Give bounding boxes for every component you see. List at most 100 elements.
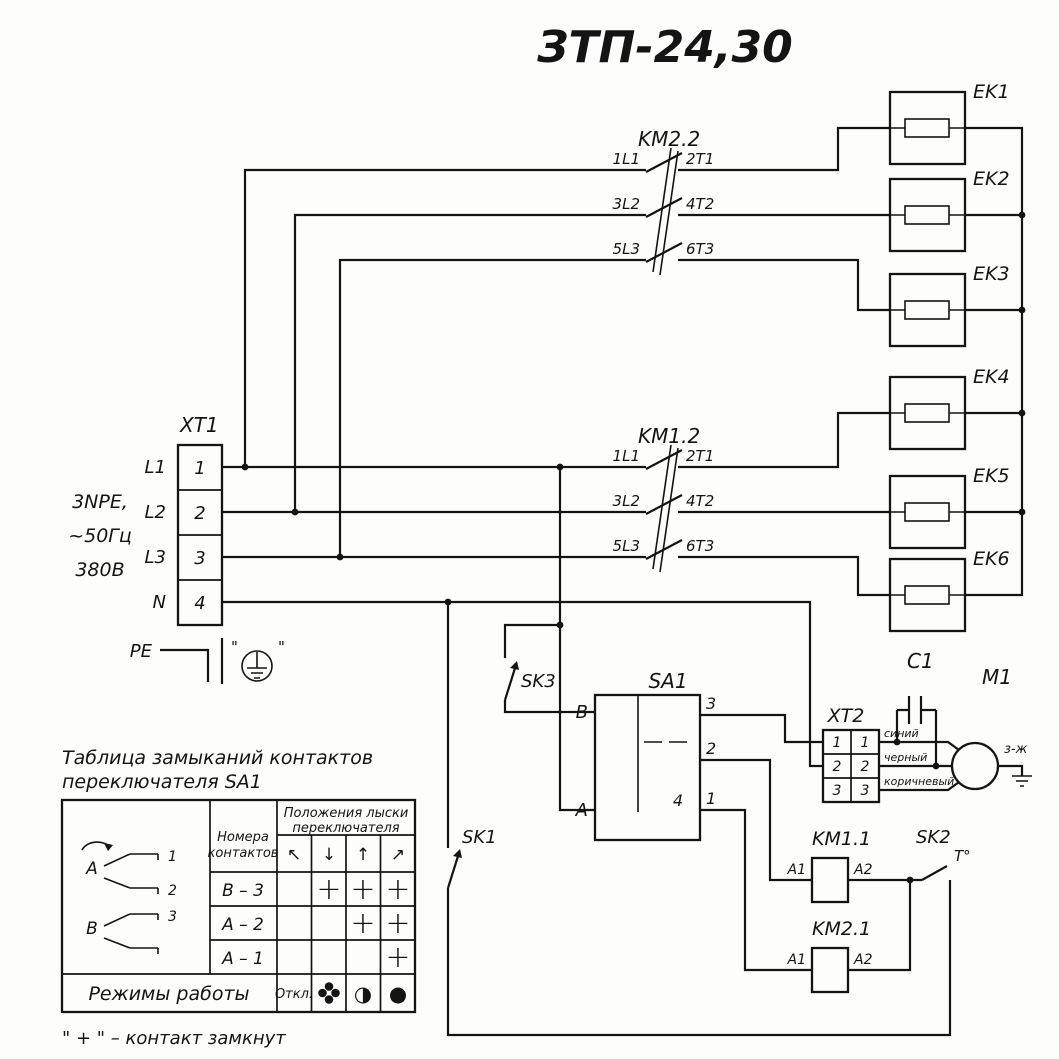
km12-1l1: 1L1 xyxy=(613,447,640,465)
pe-ground: PE " " xyxy=(130,638,285,684)
sk3-switch: SK3 xyxy=(503,661,556,701)
diagram-pole-a: А xyxy=(85,859,98,879)
xt2-block: XT2 1 1 2 2 3 3 xyxy=(821,705,881,804)
km12-6t3: 6T3 xyxy=(686,537,714,555)
km22-3l2: 3L2 xyxy=(613,195,640,213)
closure-mark: + xyxy=(350,872,375,907)
sa1-label: SA1 xyxy=(648,669,687,693)
sa1-contact-diagram: А В 1 2 3 xyxy=(81,841,177,954)
position-arrow-icon: ↓ xyxy=(322,845,336,865)
xt1-phase-l2: L2 xyxy=(145,502,166,523)
km21-a2: A2 xyxy=(853,952,873,968)
position-arrow-icon: ↗ xyxy=(391,845,405,865)
half-power-icon: ◑ xyxy=(354,982,372,1006)
xt1-phase-n: N xyxy=(153,592,166,613)
m1-label: M1 xyxy=(982,665,1012,689)
table-row-label: А – 2 xyxy=(221,915,264,935)
supply-line-1: 3NPE, xyxy=(72,491,128,513)
closure-mark: + xyxy=(385,940,410,975)
sa1-terminal-4: 4 xyxy=(673,791,683,810)
motor-m1: M1 синий черный коричневый з-ж xyxy=(879,665,1032,792)
modes-row-label: Режимы работы xyxy=(88,983,249,1005)
xt1-terminal-3: 3 xyxy=(194,548,205,569)
xt2-cell: 2 xyxy=(861,759,870,775)
heater-ek6: EK6 xyxy=(888,548,1010,633)
km11-a2: A2 xyxy=(853,862,873,878)
mode-off-label: Откл. xyxy=(275,987,313,1002)
km22-2t1: 2T1 xyxy=(686,150,714,168)
xt2-cell: 2 xyxy=(833,759,842,775)
heater-ek5: EK5 xyxy=(888,465,1010,550)
km22-label: KM2.2 xyxy=(638,127,700,151)
km22-contacts: KM2.2 1L1 2T1 3L2 4T2 5L3 6T3 xyxy=(613,127,714,276)
sk3-label: SK3 xyxy=(521,671,556,692)
km11-label: KM1.1 xyxy=(812,828,871,850)
position-arrow-icon: ↑ xyxy=(356,845,370,865)
xt2-cell: 1 xyxy=(861,735,870,751)
sk2-temp-label: T° xyxy=(954,847,971,865)
xt1-label: XT1 xyxy=(179,413,219,437)
diagram-contact-2: 2 xyxy=(168,883,177,899)
motor-ground: з-ж xyxy=(998,742,1032,787)
km11-coil: KM1.1 A1 A2 xyxy=(787,828,873,904)
earth-icon xyxy=(241,650,273,682)
sa1-terminal-2: 2 xyxy=(706,739,716,758)
contacts-header-line2: контактов xyxy=(208,846,279,861)
supply-line-2: ~50Гц xyxy=(68,525,132,547)
ek3-label: EK3 xyxy=(973,263,1010,285)
xt1-phase-l3: L3 xyxy=(145,547,166,568)
pe-quote-open: " xyxy=(231,638,238,656)
ek6-label: EK6 xyxy=(973,548,1010,570)
xt2-cell: 3 xyxy=(833,783,842,799)
ek2-label: EK2 xyxy=(973,168,1010,190)
sk2-switch: SK2 T° xyxy=(916,827,971,881)
sa1-table: Таблица замыканий контактов переключател… xyxy=(60,747,417,1014)
km12-contacts: KM1.2 1L1 2T1 3L2 4T2 5L3 6T3 xyxy=(613,424,714,573)
xt2-cell: 1 xyxy=(833,735,842,751)
control-wiring xyxy=(446,467,952,1037)
pe-label: PE xyxy=(130,641,153,662)
diagram-contact-3: 3 xyxy=(168,909,177,925)
xt1-terminal-4: 4 xyxy=(194,593,205,614)
sk1-switch: SK1 xyxy=(446,827,497,889)
closure-mark: + xyxy=(350,906,375,941)
power-wiring xyxy=(222,126,1024,768)
closure-mark: + xyxy=(316,872,341,907)
schematic-title: ЗТП-24,30 xyxy=(536,22,793,73)
ek4-label: EK4 xyxy=(973,366,1010,388)
km22-4t2: 4T2 xyxy=(686,195,714,213)
closure-mark: + xyxy=(385,872,410,907)
km12-2t1: 2T1 xyxy=(686,447,714,465)
positions-header-line1: Положения лыски xyxy=(284,806,409,821)
sa1-terminal-3: 3 xyxy=(706,694,716,713)
xt1-block: XT1 L1 L2 L3 N 1 2 3 4 3NPE, ~50Гц 380В xyxy=(68,413,224,627)
xt1-phase-l1: L1 xyxy=(145,457,166,478)
km12-5l3: 5L3 xyxy=(613,537,640,555)
km22-1l1: 1L1 xyxy=(613,150,640,168)
sk1-label: SK1 xyxy=(462,827,497,848)
diagram-contact-1: 1 xyxy=(168,849,177,865)
xt2-label: XT2 xyxy=(827,705,865,727)
km21-a1: A1 xyxy=(787,952,806,968)
heater-ek3: EK3 xyxy=(888,263,1010,348)
contacts-header-line1: Номера xyxy=(217,830,269,845)
table-row-label: А – 1 xyxy=(221,949,264,969)
motor-wire-brown: коричневый xyxy=(884,775,954,788)
km12-label: KM1.2 xyxy=(638,424,700,448)
fan-icon xyxy=(318,982,340,1004)
ek5-label: EK5 xyxy=(973,465,1010,487)
ground-wire-label: з-ж xyxy=(1004,742,1028,757)
table-row-label: В – 3 xyxy=(222,881,264,901)
km21-label: KM2.1 xyxy=(812,918,871,940)
heater-ek1: EK1 xyxy=(888,81,1010,166)
heater-ek2: EK2 xyxy=(888,168,1010,253)
position-arrow-icon: ↖ xyxy=(287,845,301,865)
sa1-terminal-b: В xyxy=(576,702,588,723)
junction-dots xyxy=(241,211,1026,884)
full-power-icon: ● xyxy=(389,982,407,1006)
km22-5l3: 5L3 xyxy=(613,240,640,258)
c1-label: C1 xyxy=(907,649,934,673)
diagram-pole-b: В xyxy=(86,919,98,939)
sk2-label: SK2 xyxy=(916,827,951,848)
